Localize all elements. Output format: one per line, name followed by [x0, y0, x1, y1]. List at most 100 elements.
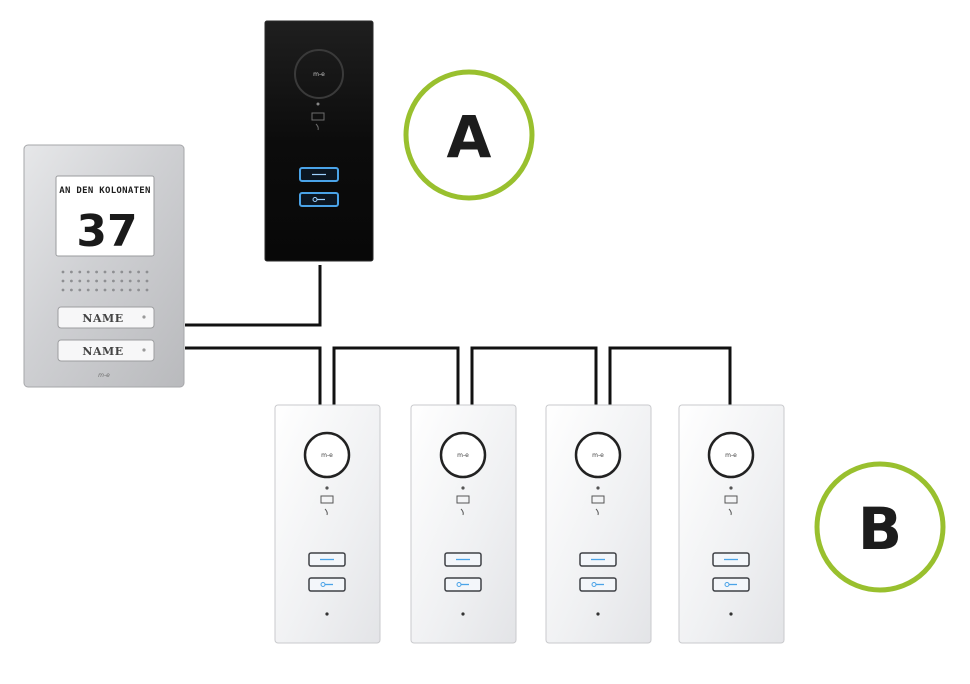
indoor-unit-dial-ring	[439, 431, 487, 479]
monitor-a-door-open-button[interactable]	[299, 192, 339, 207]
grille-hole	[120, 288, 124, 292]
wire-to-monitor-a	[185, 265, 322, 327]
door-number-label: 37	[76, 206, 137, 257]
grille-hole	[95, 270, 98, 274]
status-led	[596, 486, 600, 490]
indoor-unit-2: m-e	[410, 404, 517, 644]
callout-b-label: B	[858, 495, 902, 563]
grille-hole	[128, 270, 132, 274]
monitor-a-dial-ring	[294, 49, 344, 99]
status-led	[325, 486, 329, 490]
wire-bus-pair-3	[470, 346, 598, 406]
handset-icon	[595, 508, 599, 516]
door-open-button[interactable]	[579, 577, 617, 592]
grille-hole	[78, 270, 82, 274]
monitor-a-brand: m-e	[313, 71, 325, 78]
microphone-dot	[729, 612, 733, 616]
info-icon	[320, 495, 334, 504]
microphone-dot	[596, 612, 600, 616]
callout-b: B	[814, 461, 946, 593]
info-icon	[456, 495, 470, 504]
name-plate-button-2[interactable]: NAME	[57, 339, 155, 362]
grille-hole	[61, 270, 65, 274]
name-plate-led-1	[142, 315, 146, 319]
grille-hole	[112, 270, 115, 274]
indoor-unit-panel	[678, 404, 785, 644]
wiring	[185, 265, 732, 406]
indoor-unit-4: m-e	[678, 404, 785, 644]
grille-hole	[70, 288, 73, 292]
wire-bus-pair-2	[332, 346, 460, 406]
indoor-unit-3: m-e	[545, 404, 652, 644]
microphone-dot	[325, 612, 329, 616]
grille-hole	[103, 270, 107, 274]
status-led	[461, 486, 465, 490]
door-station-brand: m-e	[98, 372, 110, 379]
door-street-label: AN DEN KOLONATEN	[59, 186, 151, 196]
name-plate-led-2	[142, 348, 146, 352]
indoor-unit-brand: m-e	[321, 452, 333, 459]
grille-hole	[145, 279, 149, 283]
indoor-unit-brand: m-e	[592, 452, 604, 459]
talk-button[interactable]	[308, 552, 346, 567]
grille-hole	[78, 279, 82, 283]
grille-hole	[137, 270, 141, 274]
indoor-units-b: m-e m-e m-e m-e	[274, 404, 785, 644]
monitor-a-status-led	[316, 102, 320, 106]
grille-hole	[70, 270, 73, 274]
monitor-a-info-icon	[311, 112, 325, 121]
grille-hole	[70, 279, 73, 283]
grille-hole	[120, 270, 124, 274]
callout-b-ring	[814, 461, 946, 593]
grille-hole	[120, 279, 124, 283]
indoor-unit-brand: m-e	[457, 452, 469, 459]
info-icon	[591, 495, 605, 504]
grille-hole	[128, 288, 132, 292]
indoor-unit-dial-ring	[574, 431, 622, 479]
handset-icon	[728, 508, 732, 516]
door-open-button[interactable]	[712, 577, 750, 592]
door-open-button[interactable]	[444, 577, 482, 592]
indoor-unit-panel	[274, 404, 381, 644]
talk-button[interactable]	[712, 552, 750, 567]
door-station: AN DEN KOLONATEN 37 NAME NAME m-e	[23, 144, 185, 388]
talk-button[interactable]	[444, 552, 482, 567]
wire-bus-pair-1	[185, 346, 322, 406]
callout-a: A	[403, 69, 535, 201]
callout-a-ring	[403, 69, 535, 201]
grille-hole	[103, 279, 107, 283]
indoor-monitor-a: m-e	[264, 20, 374, 262]
grille-hole	[86, 270, 90, 274]
wire-bus-pair-4	[608, 346, 732, 406]
grille-hole	[61, 288, 65, 292]
name-plate-button-1[interactable]: NAME	[57, 306, 155, 329]
indoor-unit-panel	[410, 404, 517, 644]
grille-hole	[86, 279, 90, 283]
indoor-unit-dial-ring	[707, 431, 755, 479]
grille-hole	[128, 279, 132, 283]
indoor-unit-brand: m-e	[725, 452, 737, 459]
info-icon	[724, 495, 738, 504]
indoor-unit-dial-ring	[303, 431, 351, 479]
talk-button[interactable]	[579, 552, 617, 567]
grille-hole	[145, 288, 149, 292]
door-open-button[interactable]	[308, 577, 346, 592]
grille-hole	[145, 270, 149, 274]
indoor-unit-panel	[545, 404, 652, 644]
microphone-dot	[461, 612, 465, 616]
grille-hole	[95, 288, 98, 292]
status-led	[729, 486, 733, 490]
monitor-a-handset-icon	[315, 123, 319, 131]
grille-hole	[95, 279, 98, 283]
grille-hole	[103, 288, 107, 292]
grille-hole	[78, 288, 82, 292]
grille-hole	[86, 288, 90, 292]
grille-hole	[137, 279, 141, 283]
callout-a-label: A	[447, 103, 492, 171]
monitor-a-talk-button[interactable]	[299, 167, 339, 182]
indoor-unit-1: m-e	[274, 404, 381, 644]
name-plate-label-2: NAME	[82, 345, 123, 358]
grille-hole	[137, 288, 141, 292]
handset-icon	[460, 508, 464, 516]
